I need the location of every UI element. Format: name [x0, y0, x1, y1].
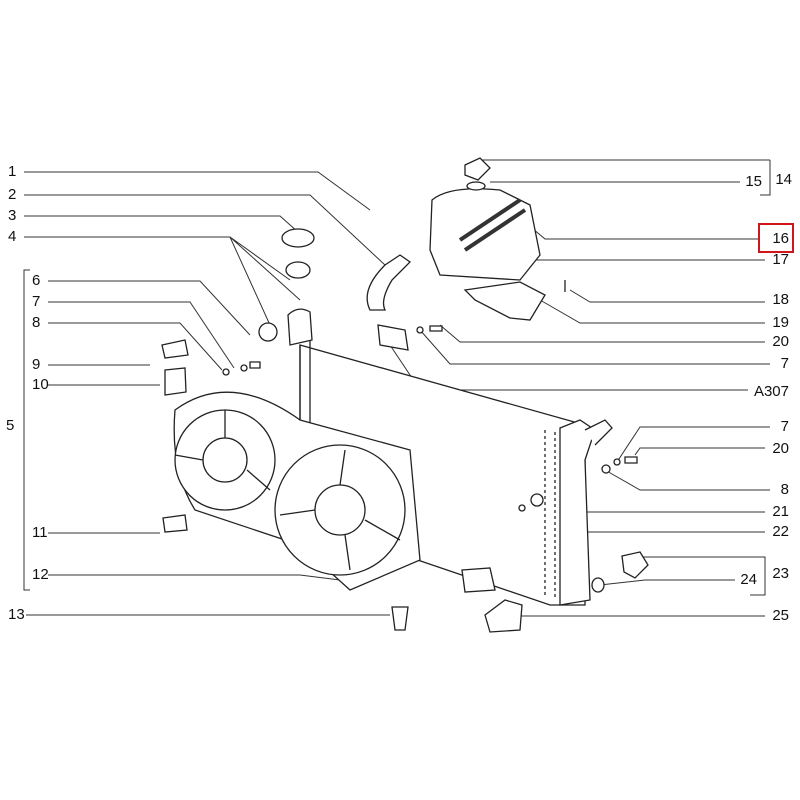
leader-7-right [419, 329, 770, 365]
tank-hose [458, 198, 527, 252]
cap-gasket [285, 261, 311, 279]
outlet-pipe [584, 419, 613, 446]
leader-18 [569, 289, 765, 303]
callout-20: 20 [772, 333, 789, 350]
leader-24 [599, 579, 735, 586]
callout-22: 22 [772, 523, 789, 540]
callout-7-lower: 7 [780, 418, 789, 435]
washer-left-8 [222, 368, 230, 376]
bracket-11 [162, 514, 188, 533]
bracket-23 [640, 556, 766, 596]
filler-neck [287, 308, 313, 346]
callout-6: 6 [32, 272, 41, 289]
callout-24: 24 [740, 571, 757, 588]
pin-22 [518, 504, 526, 512]
leader-20 [439, 324, 765, 343]
callout-14: 14 [775, 171, 792, 188]
callout-8-right: 8 [780, 481, 789, 498]
leader-7-left [48, 301, 235, 369]
callout-15: 15 [745, 173, 762, 190]
leader-12 [48, 574, 341, 581]
callout-4: 4 [8, 228, 17, 245]
callout-A307: A307 [753, 383, 789, 400]
callout-17: 17 [772, 251, 789, 268]
callout-12: 12 [32, 566, 49, 583]
callout-19: 19 [772, 314, 789, 331]
leader-3 [24, 215, 299, 233]
callout-16: 16 [772, 230, 789, 247]
callout-25: 25 [772, 607, 789, 624]
callout-8: 8 [32, 314, 41, 331]
callout-1: 1 [8, 163, 17, 180]
tank-bracket [463, 281, 546, 321]
mount-block [461, 567, 496, 593]
washer-7 [416, 326, 424, 334]
callout-3: 3 [8, 207, 17, 224]
radiator-cap [281, 228, 315, 248]
bracket-25 [484, 599, 523, 633]
clip-9 [161, 339, 189, 359]
leader-20-lower [634, 447, 765, 456]
o-ring-24 [591, 577, 605, 593]
bolt-20b [624, 456, 638, 464]
callout-21: 21 [772, 503, 789, 520]
cap-seal [466, 181, 486, 191]
grommet-13 [391, 606, 409, 631]
callout-9: 9 [32, 356, 41, 373]
callout-18: 18 [772, 291, 789, 308]
radiator-tank [559, 419, 596, 606]
leader-8-right [604, 469, 770, 491]
bush-21 [530, 493, 544, 507]
callout-10: 10 [32, 376, 49, 393]
parts [161, 157, 649, 633]
bracket-14 [480, 159, 771, 196]
drain-plug-23 [621, 551, 649, 579]
bracket-A307 [377, 324, 409, 351]
callout-20-lower: 20 [772, 440, 789, 457]
callout-7-right: 7 [780, 355, 789, 372]
bolt-left-6 [249, 361, 261, 369]
leader-A307 [379, 329, 748, 391]
leader-2 [24, 194, 386, 266]
hose-2 [366, 254, 412, 311]
washer-left-7 [240, 364, 248, 372]
leader-19 [539, 299, 765, 324]
leader-6 [48, 280, 251, 336]
leader-7-lower [614, 426, 770, 466]
callout-11: 11 [32, 524, 48, 541]
callout-7: 7 [32, 293, 41, 310]
callout-2: 2 [8, 186, 17, 203]
washer-7b [613, 458, 621, 466]
callout-23: 23 [772, 565, 789, 582]
tank-cap [464, 157, 491, 181]
leader-4 [24, 236, 301, 326]
callout-5: 5 [6, 417, 15, 434]
bracket-5 [23, 269, 30, 591]
highlight-box-16 [758, 223, 794, 253]
callout-13: 13 [8, 606, 25, 623]
bolt-20 [429, 325, 443, 332]
leader-1 [24, 171, 371, 211]
leader-16 [519, 217, 760, 240]
bracket-10 [164, 367, 187, 396]
plug-4 [258, 322, 278, 342]
washer-8 [601, 464, 611, 474]
leader-8-left [48, 322, 223, 371]
